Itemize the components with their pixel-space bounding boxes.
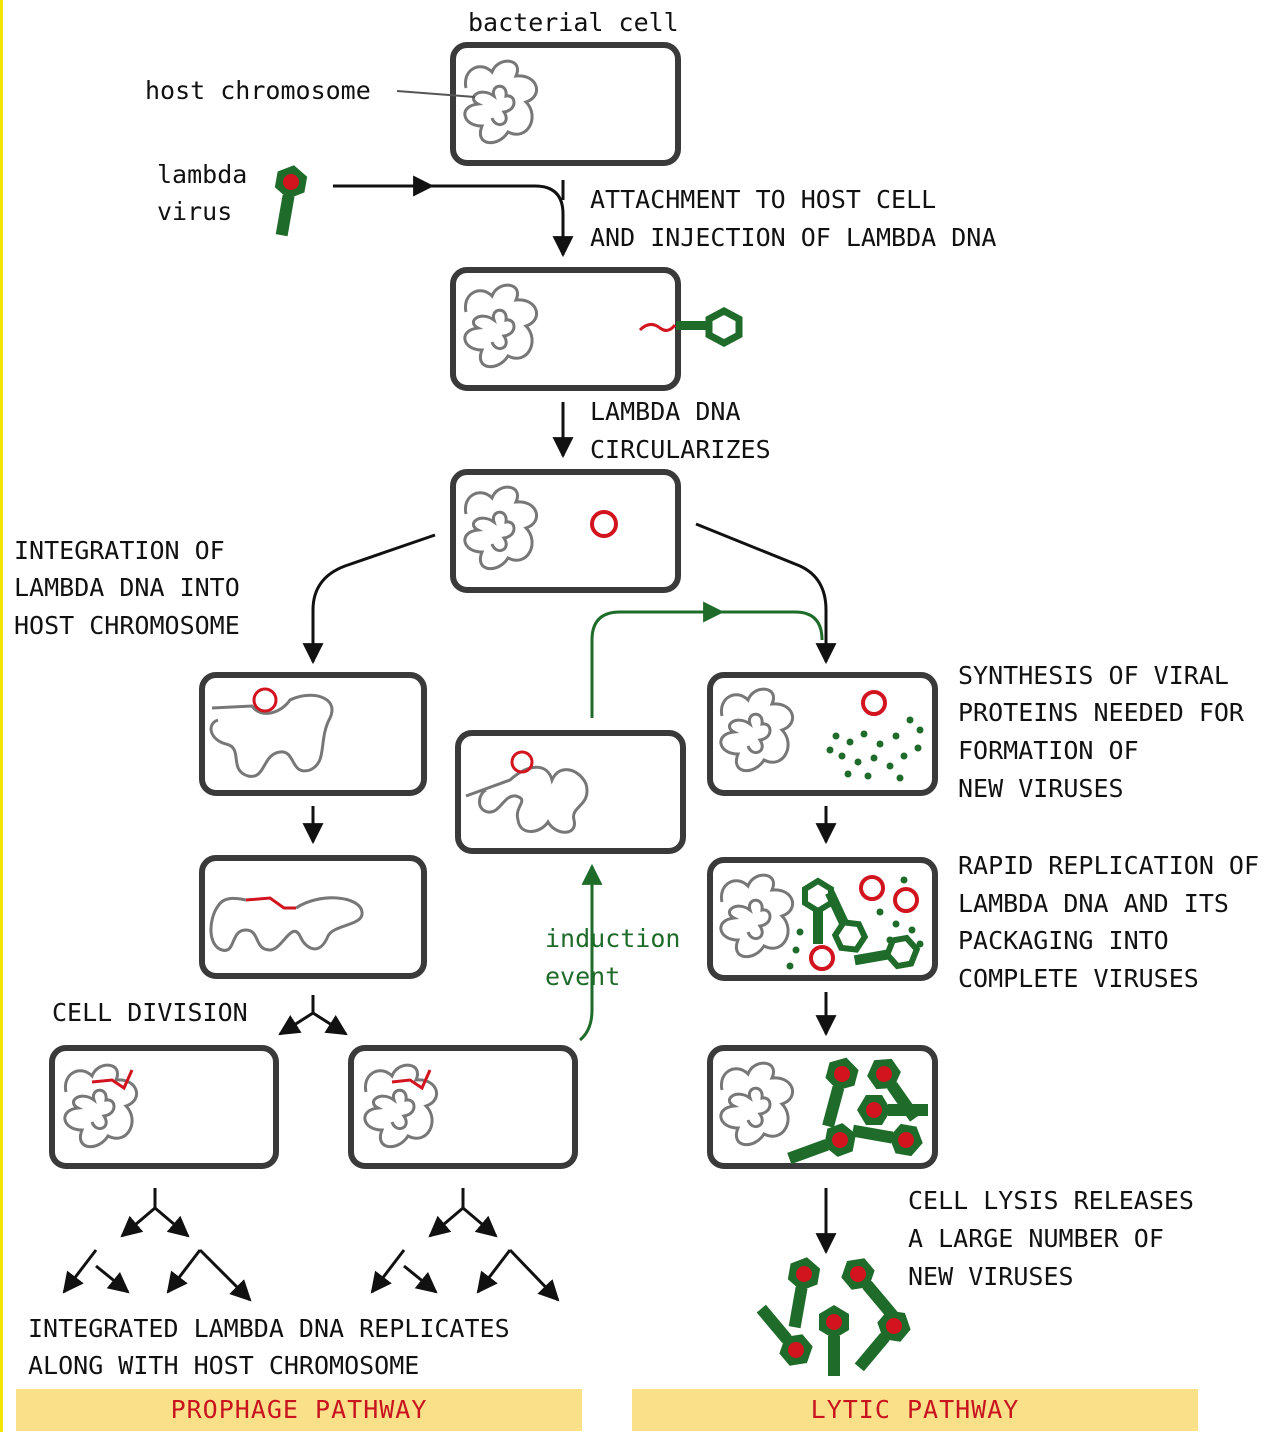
label-lambda: lambda — [157, 160, 248, 189]
cell-lytic-replication — [707, 857, 938, 981]
label-replication-line-1: RAPID REPLICATION OF — [958, 851, 1260, 880]
lytic-branch-arrow — [695, 522, 837, 665]
label-attachment-line-2: AND INJECTION OF LAMBDA DNA — [590, 223, 997, 252]
replication-tree-left — [62, 1188, 252, 1302]
label-integration-line-1: INTEGRATION OF — [14, 536, 225, 565]
cell-prophage-linear — [199, 855, 427, 979]
label-cell-division: CELL DIVISION — [52, 998, 248, 1027]
label-replication-line-3: PACKAGING INTO — [958, 926, 1169, 955]
replication-tree-right — [370, 1188, 560, 1302]
cell-daughter-left — [49, 1045, 279, 1169]
label-induction: induction — [545, 924, 681, 953]
cell-prophage-induced — [455, 730, 686, 854]
label-replication-line-2: LAMBDA DNA AND ITS — [958, 889, 1229, 918]
prophage-pathway-banner: PROPHAGE PATHWAY — [16, 1389, 582, 1431]
label-attachment-line-1: ATTACHMENT TO HOST CELL — [590, 185, 937, 214]
released-viruses — [749, 1251, 917, 1378]
integration-branch-arrow — [302, 533, 436, 665]
host-chromosome-leader — [396, 90, 476, 98]
lytic-pathway-banner: LYTIC PATHWAY — [632, 1389, 1198, 1431]
label-lysis-line-3: NEW VIRUSES — [908, 1262, 1074, 1291]
cell-2-injection — [450, 267, 743, 391]
left-edge-stripe — [0, 0, 3, 1432]
cell-3-circularized — [450, 469, 681, 593]
label-synthesis-line-2: PROTEINS NEEDED FOR — [958, 698, 1244, 727]
cell-daughter-right — [348, 1045, 578, 1169]
cell-1-bacterial — [450, 42, 681, 166]
label-integrated-line-2: ALONG WITH HOST CHROMOSOME — [28, 1351, 420, 1380]
induction-path-arrow — [590, 610, 824, 718]
label-host-chromosome: host chromosome — [145, 76, 371, 105]
label-event: event — [545, 962, 621, 991]
label-integrated-line-1: INTEGRATED LAMBDA DNA REPLICATES — [28, 1314, 510, 1343]
label-bacterial-cell: bacterial cell — [468, 8, 679, 37]
induction-event-arrow — [578, 863, 603, 1042]
cell-prophage-integrated — [199, 672, 427, 796]
label-replication-line-4: COMPLETE VIRUSES — [958, 964, 1199, 993]
cell-division-arrows — [278, 995, 348, 1036]
label-circularizes-line-2: CIRCULARIZES — [590, 435, 771, 464]
label-integration-line-3: HOST CHROMOSOME — [14, 611, 240, 640]
lambda-virus-icon — [274, 165, 308, 237]
label-synthesis-line-3: FORMATION OF — [958, 736, 1139, 765]
attachment-arrow — [333, 184, 574, 258]
label-integration-line-2: LAMBDA DNA INTO — [14, 573, 240, 602]
label-virus: virus — [157, 197, 233, 226]
label-circularizes-line-1: LAMBDA DNA — [590, 397, 741, 426]
label-lysis-line-2: A LARGE NUMBER OF — [908, 1224, 1164, 1253]
label-lysis-line-1: CELL LYSIS RELEASES — [908, 1186, 1194, 1215]
label-synthesis-line-1: SYNTHESIS OF VIRAL — [958, 661, 1229, 690]
cell-lytic-synthesis — [707, 672, 938, 796]
label-synthesis-line-4: NEW VIRUSES — [958, 774, 1124, 803]
cell-lytic-assembled — [707, 1045, 938, 1173]
